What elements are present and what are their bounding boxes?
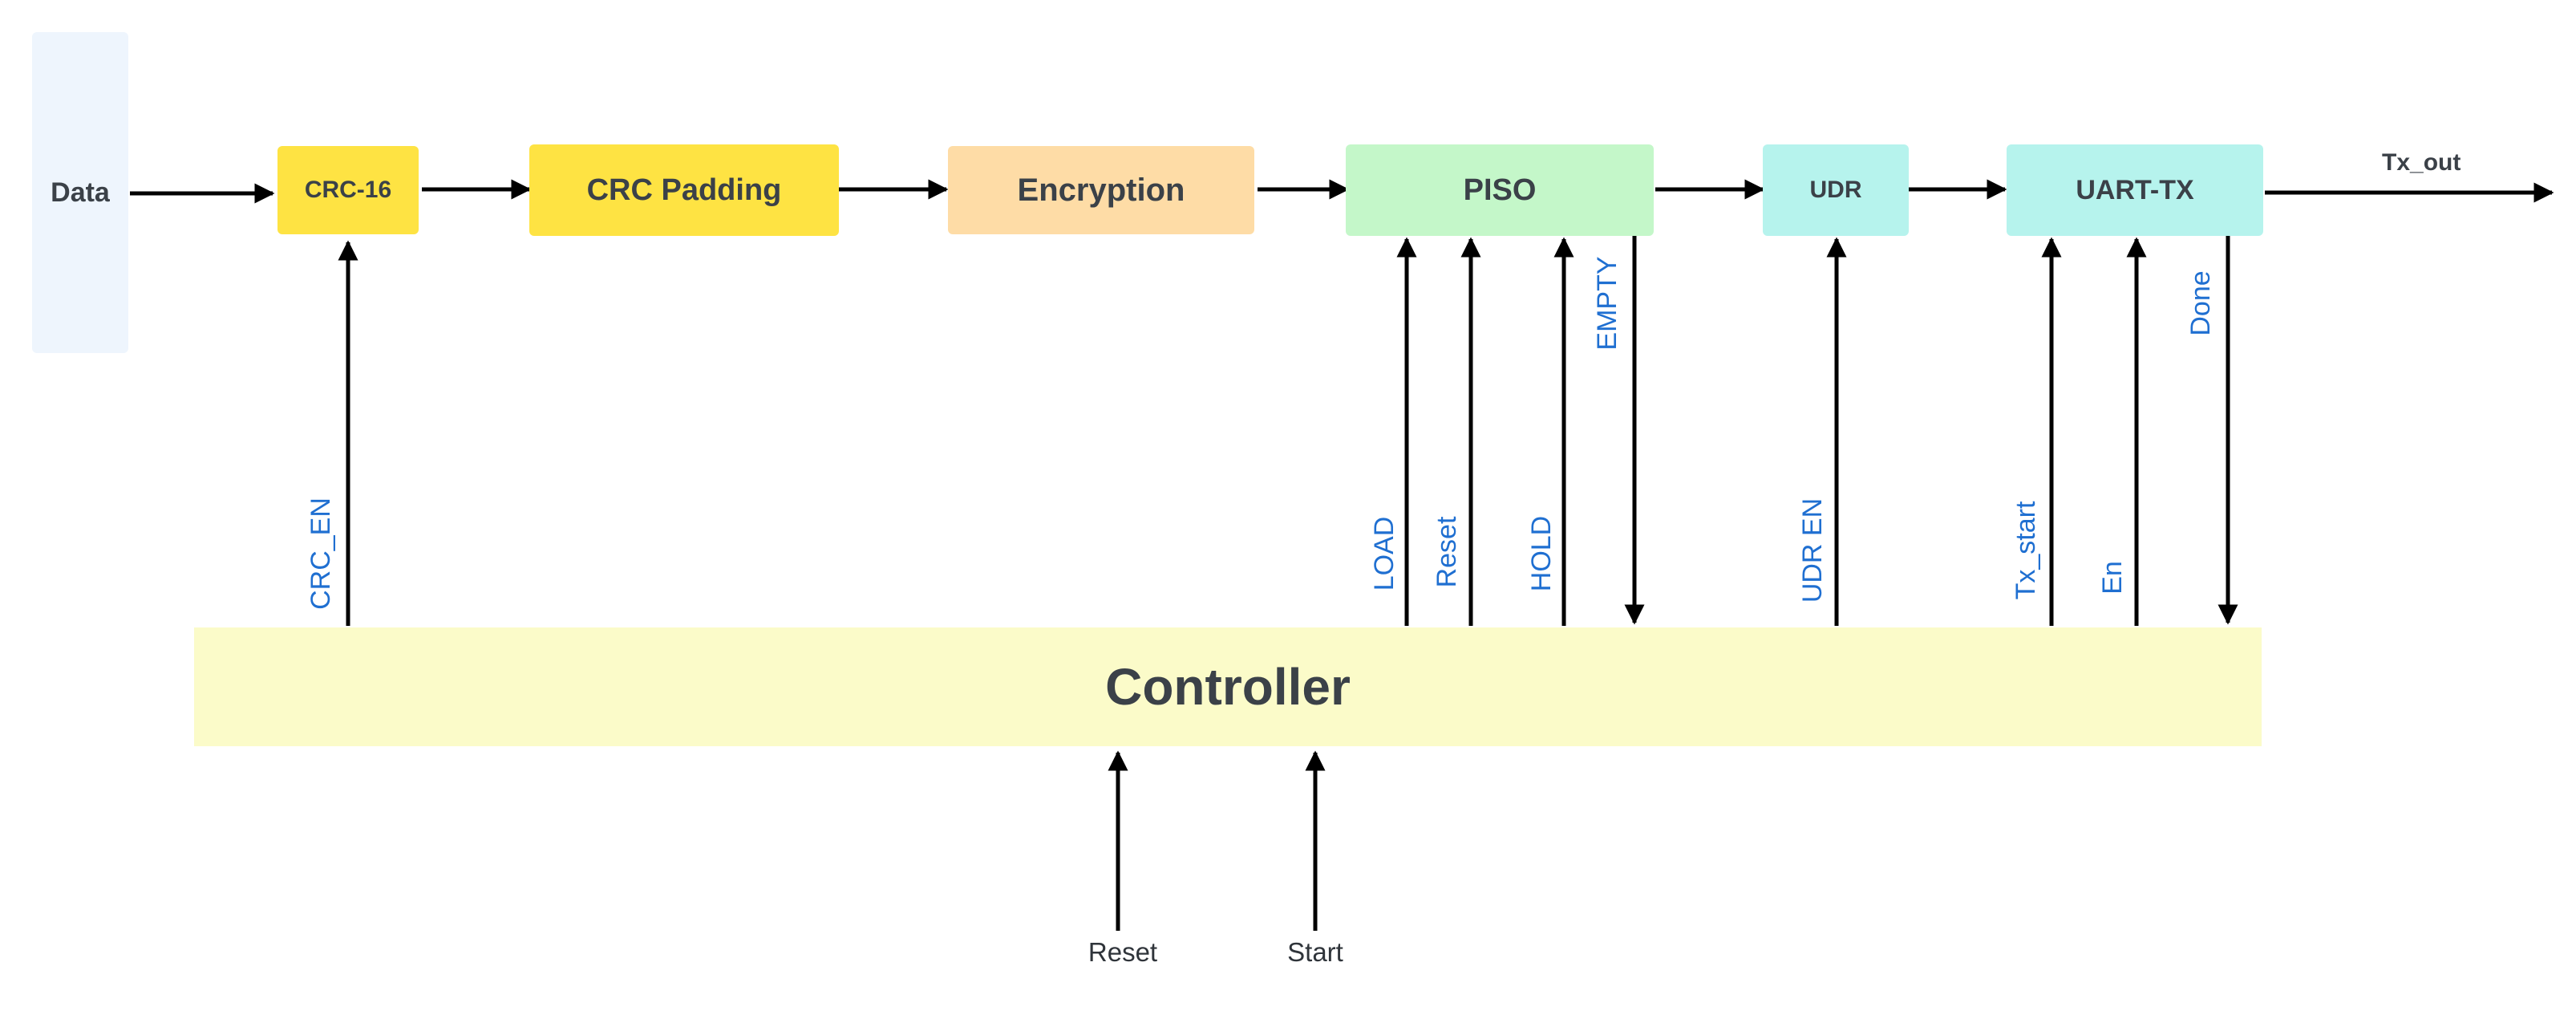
udr-block: UDR [1763, 144, 1909, 236]
uart-tx-block-label: UART-TX [2076, 174, 2194, 205]
tx-start-label: Tx_start [2011, 501, 2041, 600]
done-label: Done [2185, 270, 2216, 336]
crc-padding-block: CRC Padding [529, 144, 839, 236]
hold-label: HOLD [1526, 515, 1557, 592]
controller-block-label: Controller [1105, 658, 1351, 716]
reset-input-label: Reset [1088, 937, 1158, 967]
controller-block: Controller [194, 627, 2262, 746]
piso-block: PISO [1346, 144, 1654, 236]
encryption-block: Encryption [948, 146, 1254, 234]
load-label: LOAD [1369, 516, 1399, 591]
encryption-block-label: Encryption [1017, 172, 1185, 208]
uart-tx-block: UART-TX [2007, 144, 2263, 236]
crc-padding-block-label: CRC Padding [586, 173, 782, 207]
piso-reset-label: Reset [1432, 516, 1462, 588]
crc-en-label: CRC_EN [306, 497, 336, 610]
tx-out-label: Tx_out [2382, 149, 2461, 176]
udr-en-label: UDR EN [1797, 497, 1828, 603]
start-input-label: Start [1287, 937, 1343, 967]
data-block-label: Data [51, 177, 110, 208]
piso-block-label: PISO [1463, 173, 1537, 207]
empty-label: EMPTY [1592, 256, 1622, 351]
data-block: Data [32, 32, 128, 353]
udr-block-label: UDR [1809, 177, 1862, 203]
crc16-block: CRC-16 [277, 146, 419, 234]
en-label: En [2097, 561, 2128, 595]
crc16-block-label: CRC-16 [304, 177, 392, 203]
